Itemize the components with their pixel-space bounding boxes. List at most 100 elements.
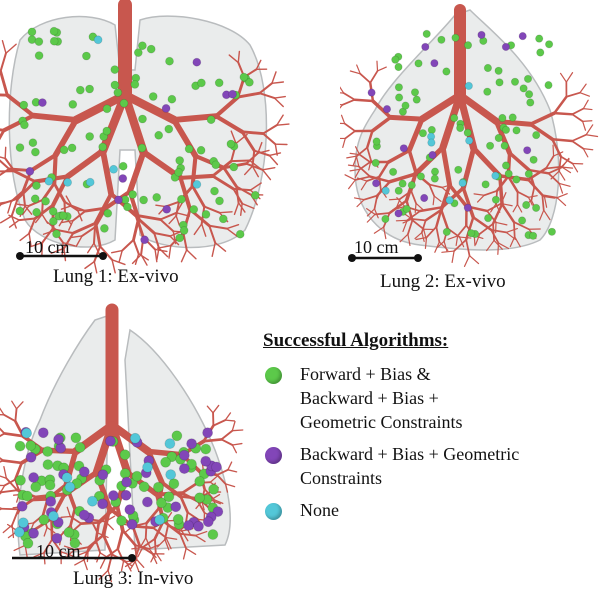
green-sample-point [244, 77, 254, 87]
legend-item-cyan: None [263, 498, 593, 522]
airway-branch [346, 155, 358, 159]
airway-branch [373, 208, 379, 219]
green-sample-point [194, 492, 206, 504]
airway-branch [366, 129, 374, 149]
legend-item-purple-line: Constraints [300, 468, 383, 488]
purple-sample-point [421, 42, 430, 52]
green-sample-point [391, 55, 400, 64]
airway-branch [541, 194, 545, 212]
airway-branch [374, 212, 391, 216]
green-sample-point [518, 216, 527, 225]
airway-branch [354, 168, 361, 179]
purple-sample-point [38, 98, 47, 107]
cyan-sample-point [64, 481, 76, 493]
green-sample-point [208, 483, 220, 495]
airway-branch [87, 539, 97, 553]
purple-sample-point [463, 203, 472, 212]
green-sample-point [529, 231, 538, 240]
lung-1-image [0, 0, 290, 274]
airway-branch [411, 218, 427, 222]
green-sample-point [49, 36, 59, 46]
airway-branch [30, 112, 79, 123]
airway-branch [99, 557, 107, 569]
airway-branch [476, 194, 485, 203]
airway-branch [340, 114, 346, 125]
airway-branch [78, 550, 89, 556]
green-sample-point [148, 92, 158, 101]
airway-branch [353, 197, 365, 201]
airway-branch [156, 247, 160, 261]
green-sample-point [239, 72, 249, 82]
airway-branch [152, 526, 167, 539]
green-sample-point [68, 100, 78, 109]
airway-branch [132, 217, 140, 242]
purple-sample-point [37, 427, 49, 439]
green-sample-point [536, 48, 545, 57]
cyan-dot-icon [265, 503, 282, 520]
green-sample-point [102, 126, 112, 136]
airway-branch [216, 468, 229, 476]
airway-branch [424, 208, 443, 222]
airway-branch [211, 159, 233, 178]
airway-branch [73, 546, 90, 551]
airway-branch [268, 152, 282, 157]
airway-branch [552, 144, 555, 157]
cyan-sample-point [44, 176, 54, 186]
airway-branch [340, 104, 344, 109]
airway-branch [134, 544, 151, 550]
airway-branch [363, 194, 379, 201]
cyan-sample-point [164, 438, 176, 450]
green-sample-point [512, 126, 521, 135]
purple-sample-point [121, 476, 132, 488]
green-sample-point [430, 167, 440, 176]
airway-branch [526, 167, 548, 181]
airway-branch [539, 209, 545, 221]
airway-branch [227, 461, 233, 471]
purple-sample-point [178, 463, 190, 475]
purple-sample-point [200, 455, 212, 467]
airway-branch [366, 146, 372, 162]
airway-branch [159, 218, 175, 233]
green-sample-point [481, 180, 490, 189]
airway-branch [122, 560, 133, 567]
airway-branch [543, 196, 548, 208]
airway-branch [560, 155, 574, 165]
airway-branch [553, 111, 574, 116]
purple-sample-point [399, 144, 408, 153]
green-sample-point [28, 138, 38, 148]
green-sample-point [176, 194, 186, 204]
airway-branch [66, 506, 71, 518]
lung-3-scale-label: 10 cm [36, 541, 81, 561]
airway-branch [558, 182, 571, 187]
airway-branch [406, 116, 425, 154]
airway-branch [104, 548, 119, 559]
airway-branch [369, 70, 379, 84]
green-sample-point [526, 98, 535, 107]
cyan-sample-point [48, 510, 59, 522]
airway-branch [486, 202, 503, 212]
green-sample-point [42, 446, 53, 457]
airway-branch [434, 241, 440, 253]
airway-branch [582, 99, 589, 110]
green-sample-point [250, 190, 260, 200]
green-sample-point [483, 87, 492, 96]
airway-branch [96, 552, 101, 563]
airway-branch [71, 221, 98, 235]
green-sample-point [137, 143, 147, 153]
airway-branch [276, 123, 290, 126]
airway-branch [111, 259, 126, 266]
airway-branch [236, 91, 262, 99]
legend-item-cyan-line: None [300, 500, 339, 520]
airway-branch [121, 238, 135, 252]
purple-sample-point [140, 235, 150, 245]
airway-branch [175, 201, 184, 214]
airway-branch [358, 153, 371, 163]
airway-branch [180, 249, 188, 263]
green-sample-point [139, 195, 149, 205]
purple-sample-point [228, 89, 237, 99]
green-sample-point [152, 481, 164, 493]
green-sample-point [137, 41, 147, 51]
airway-branch [145, 506, 161, 525]
airway-branch [10, 215, 17, 229]
green-sample-point [164, 124, 174, 134]
